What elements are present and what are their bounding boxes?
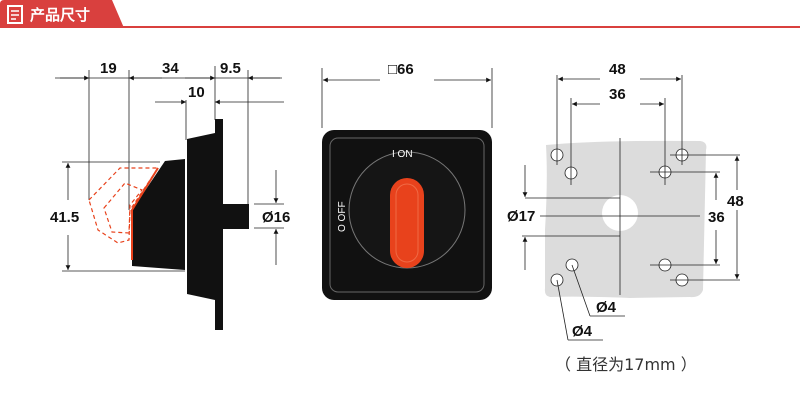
off-label: O OFF (337, 201, 348, 232)
front-view: □66 I ON O OFF (321, 61, 493, 300)
cutout-view: Ø17 48 36 48 36 Ø4 Ø4 （ 直径为17mm ） (507, 61, 744, 374)
dim-66: □66 (388, 61, 414, 78)
dim-9-5: 9.5 (220, 60, 241, 77)
side-view: 19 34 9.5 10 41.5 Ø16 (50, 60, 290, 330)
on-label: I ON (392, 149, 413, 160)
dim-shaft: Ø16 (262, 209, 290, 226)
dim-34: 34 (162, 60, 179, 77)
dim-hole-b: Ø4 (572, 323, 593, 340)
dim-center-hole: Ø17 (507, 208, 535, 225)
dim-48-h: 48 (609, 61, 626, 78)
dim-36-v: 36 (708, 209, 725, 226)
dim-48-v: 48 (727, 193, 744, 210)
diameter-note: （ 直径为17mm ） (555, 355, 697, 374)
dim-10: 10 (188, 84, 205, 101)
dim-19: 19 (100, 60, 117, 77)
dim-41-5: 41.5 (50, 209, 79, 226)
dim-36-h: 36 (609, 86, 626, 103)
dim-hole-a: Ø4 (596, 299, 617, 316)
switch-knob[interactable] (390, 178, 424, 268)
header-title: 产品尺寸 (30, 6, 90, 24)
section-header: 产品尺寸 (0, 0, 800, 28)
document-icon (7, 5, 23, 24)
